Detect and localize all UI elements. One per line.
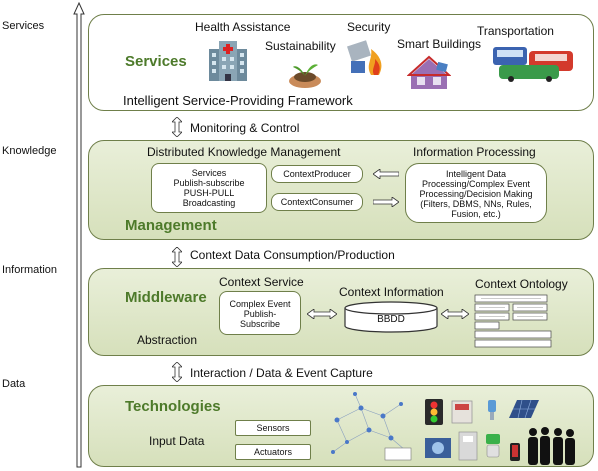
distributed-knowledge-heading: Distributed Knowledge Management <box>147 145 341 159</box>
complex-event-box: Complex Event Publish- Subscribe <box>219 291 301 335</box>
context-consumer-box: ContextConsumer <box>271 193 363 211</box>
context-producer-label: ContextProducer <box>283 169 351 179</box>
thermostat-icon <box>458 431 478 461</box>
connector-context-data: Context Data Consumption/Production <box>190 248 395 262</box>
technologies-layer: Technologies Input Data Sensors Actuator… <box>88 385 594 467</box>
services-layer: Services Intelligent Service-Providing F… <box>88 14 594 111</box>
context-service-heading: Context Service <box>219 275 304 289</box>
double-arrow-icon <box>172 362 182 382</box>
management-layer-title: Management <box>125 217 217 234</box>
double-arrow-horizontal-icon <box>307 309 337 319</box>
information-processing-heading: Information Processing <box>413 145 536 159</box>
arrow-right-icon <box>373 197 399 207</box>
complex-event-text: Complex Event Publish- Subscribe <box>229 299 291 329</box>
people-icon <box>528 427 575 465</box>
service-health-label: Health Assistance <box>195 20 291 34</box>
robot-icon <box>486 434 500 458</box>
traffic-light-icon <box>425 399 443 425</box>
context-information-heading: Context Information <box>339 285 444 299</box>
context-producer-box: ContextProducer <box>271 165 363 183</box>
input-data-label: Input Data <box>149 434 205 448</box>
axis-label-knowledge: Knowledge <box>2 145 57 157</box>
sensors-box: Sensors <box>235 420 311 436</box>
technologies-layer-title: Technologies <box>125 398 221 415</box>
actuators-label: Actuators <box>253 447 293 457</box>
hospital-icon <box>209 41 247 81</box>
services-layer-title: Services <box>125 53 187 70</box>
abstraction-label: Abstraction <box>137 333 198 347</box>
connector-monitoring-control: Monitoring & Control <box>190 121 300 135</box>
information-processing-box: Intelligent Data Processing/Complex Even… <box>405 163 547 223</box>
context-consumer-label: ContextConsumer <box>280 197 354 207</box>
double-arrow-icon <box>172 247 182 267</box>
database-label: BBDD <box>377 314 405 325</box>
services-pubsub-box: Services Publish-subscribe PUSH-PULL Bro… <box>151 163 267 213</box>
ontology-diagram-icon <box>474 294 552 348</box>
information-processing-text: Intelligent Data Processing/Complex Even… <box>419 169 533 219</box>
middleware-layer: Middleware Abstraction Context Service C… <box>88 268 594 356</box>
actuators-box: Actuators <box>235 444 311 460</box>
meter-icon <box>451 400 473 424</box>
vertical-axis-arrow <box>73 2 85 468</box>
services-framework-label: Intelligent Service-Providing Framework <box>123 93 353 108</box>
sensor-network-icon <box>331 392 412 461</box>
smart-building-icon <box>407 55 451 89</box>
axis-label-information: Information <box>2 264 58 276</box>
transportation-icon <box>493 47 573 82</box>
sensors-label: Sensors <box>256 423 290 433</box>
sensor-device-icon <box>488 400 496 420</box>
middleware-layer-title: Middleware <box>125 289 207 306</box>
security-icon <box>347 40 382 75</box>
double-arrow-icon <box>172 117 182 137</box>
solar-panel-icon <box>509 399 539 419</box>
double-arrow-horizontal-icon <box>441 309 469 319</box>
service-transportation-label: Transportation <box>477 24 554 38</box>
camera-icon <box>425 438 451 458</box>
database-icon <box>344 301 438 333</box>
service-security-label: Security <box>347 20 391 34</box>
phone-icon <box>510 443 520 461</box>
plant-in-hands-icon <box>289 64 321 88</box>
axis-label-services: Services <box>2 20 45 32</box>
service-smart-buildings-label: Smart Buildings <box>397 37 482 51</box>
arrow-left-icon <box>373 169 399 179</box>
service-sustainability-label: Sustainability <box>265 39 336 53</box>
connector-interaction: Interaction / Data & Event Capture <box>190 366 373 380</box>
services-pubsub-text: Services Publish-subscribe PUSH-PULL Bro… <box>173 168 245 208</box>
management-layer: Distributed Knowledge Management Informa… <box>88 140 594 240</box>
context-ontology-heading: Context Ontology <box>475 277 568 291</box>
axis-label-data: Data <box>2 378 26 390</box>
